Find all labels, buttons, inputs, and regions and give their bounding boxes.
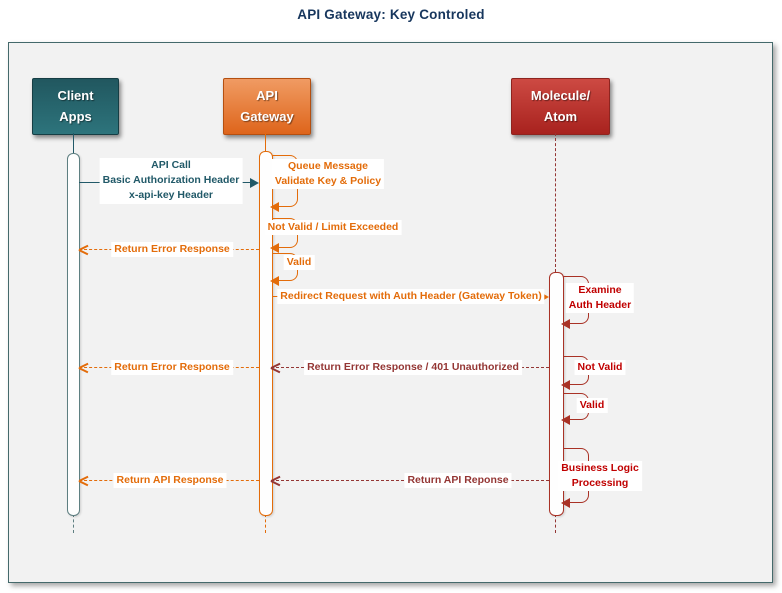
activation-bar-gateway bbox=[259, 151, 273, 516]
message-label-business-logic: Business Logic Processing bbox=[558, 461, 642, 492]
message-label-queue-message: Queue Message Validate Key & Policy bbox=[271, 159, 385, 190]
message-label-valid-gateway: Valid bbox=[283, 255, 315, 271]
actor-client-apps: Client Apps bbox=[32, 78, 119, 135]
message-label-examine-auth: Examine Auth Header bbox=[565, 283, 635, 314]
message-label-valid-molecule: Valid bbox=[576, 398, 608, 414]
lifeline-molecule-top bbox=[554, 133, 556, 272]
actor-molecule-atom-label: Molecule/ Atom bbox=[530, 88, 591, 124]
lifeline-molecule-bottom bbox=[554, 514, 556, 533]
message-label-not-valid-limit: Not Valid / Limit Exceeded bbox=[264, 220, 402, 236]
message-label-return-error-401: Return Error Response / 401 Unauthorized bbox=[304, 360, 522, 376]
activation-bar-client bbox=[67, 153, 80, 516]
message-label-not-valid-molecule: Not Valid bbox=[574, 360, 626, 376]
diagram-frame bbox=[8, 42, 773, 583]
lifeline-gateway-top bbox=[264, 133, 266, 151]
message-label-api-call: API Call Basic Authorization Header x-ap… bbox=[99, 158, 243, 204]
message-label-return-api-orange: Return API Response bbox=[113, 473, 227, 489]
message-label-redirect-request: Redirect Request with Auth Header (Gatew… bbox=[277, 289, 545, 305]
message-label-return-api-red: Return API Reponse bbox=[404, 473, 512, 489]
lifeline-gateway-bottom bbox=[264, 514, 266, 533]
lifeline-client-bottom bbox=[72, 514, 74, 533]
actor-client-apps-label: Client Apps bbox=[57, 88, 94, 124]
diagram-title: API Gateway: Key Controled bbox=[297, 7, 485, 22]
lifeline-client-top bbox=[72, 133, 74, 153]
message-label-return-error-1: Return Error Response bbox=[111, 242, 233, 258]
actor-api-gateway-label: API Gateway bbox=[240, 88, 294, 124]
message-label-return-error-2: Return Error Response bbox=[111, 360, 233, 376]
actor-api-gateway: API Gateway bbox=[223, 78, 311, 135]
actor-molecule-atom: Molecule/ Atom bbox=[511, 78, 610, 135]
